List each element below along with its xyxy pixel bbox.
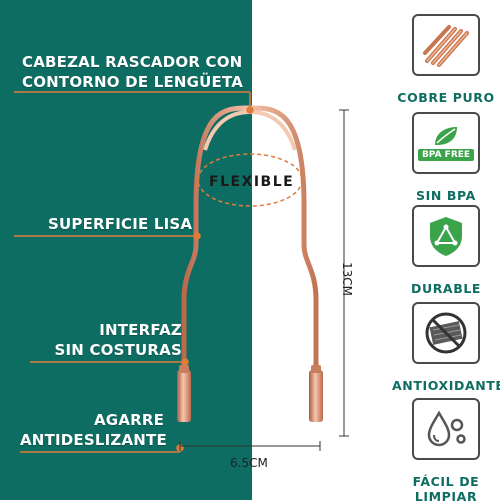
flexible-indicator: [197, 153, 303, 207]
water-drops-icon: [412, 398, 480, 460]
feature-easy-clean: FÁCIL DE LIMPIAR: [392, 398, 500, 504]
feature-durable: DURABLE: [392, 205, 500, 296]
feature-pure-copper: COBRE PURO: [392, 14, 500, 105]
callout-seamless-line2: SIN COSTURAS: [54, 341, 182, 359]
feature-bpa-free: BPA FREE SIN BPA: [392, 112, 500, 203]
callout-seamless-line1: INTERFAZ: [99, 321, 182, 339]
callout-smooth-surface: SUPERFICIE LISA: [48, 215, 193, 233]
bpa-free-badge: BPA FREE: [417, 149, 475, 161]
feature-label: SIN BPA: [416, 188, 476, 203]
copper-wire-icon: [412, 14, 480, 76]
height-dimension-label: 13CM: [340, 262, 354, 297]
right-grip: [309, 370, 323, 422]
left-grip: [177, 370, 191, 422]
feature-label: COBRE PURO: [397, 90, 495, 105]
callout-non-slip-grip: AGARRE ANTIDESLIZANTE: [20, 410, 167, 450]
callout-grip-line2: ANTIDESLIZANTE: [20, 431, 167, 449]
shield-triangle-icon: [412, 205, 480, 267]
feature-label: DURABLE: [410, 281, 482, 296]
feature-antioxidant: ANTIOXIDANTE: [392, 302, 500, 393]
teal-background-panel: [0, 0, 252, 500]
feature-label: ANTIOXIDANTE: [392, 378, 500, 393]
no-rust-icon: [412, 302, 480, 364]
bpa-free-leaf-icon: BPA FREE: [412, 112, 480, 174]
callout-scraper-head: CABEZAL RASCADOR CON CONTORNO DE LENGÜET…: [22, 52, 243, 92]
width-dimension-label: 6.5CM: [230, 456, 268, 470]
flexible-label: FLEXIBLE: [209, 174, 295, 190]
callout-seamless-interface: INTERFAZ SIN COSTURAS: [30, 320, 182, 360]
callout-grip-line1: AGARRE: [94, 411, 165, 429]
callout-head-line2: CONTORNO DE LENGÜETA: [22, 73, 244, 91]
callout-head-line1: CABEZAL RASCADOR CON: [22, 53, 243, 71]
